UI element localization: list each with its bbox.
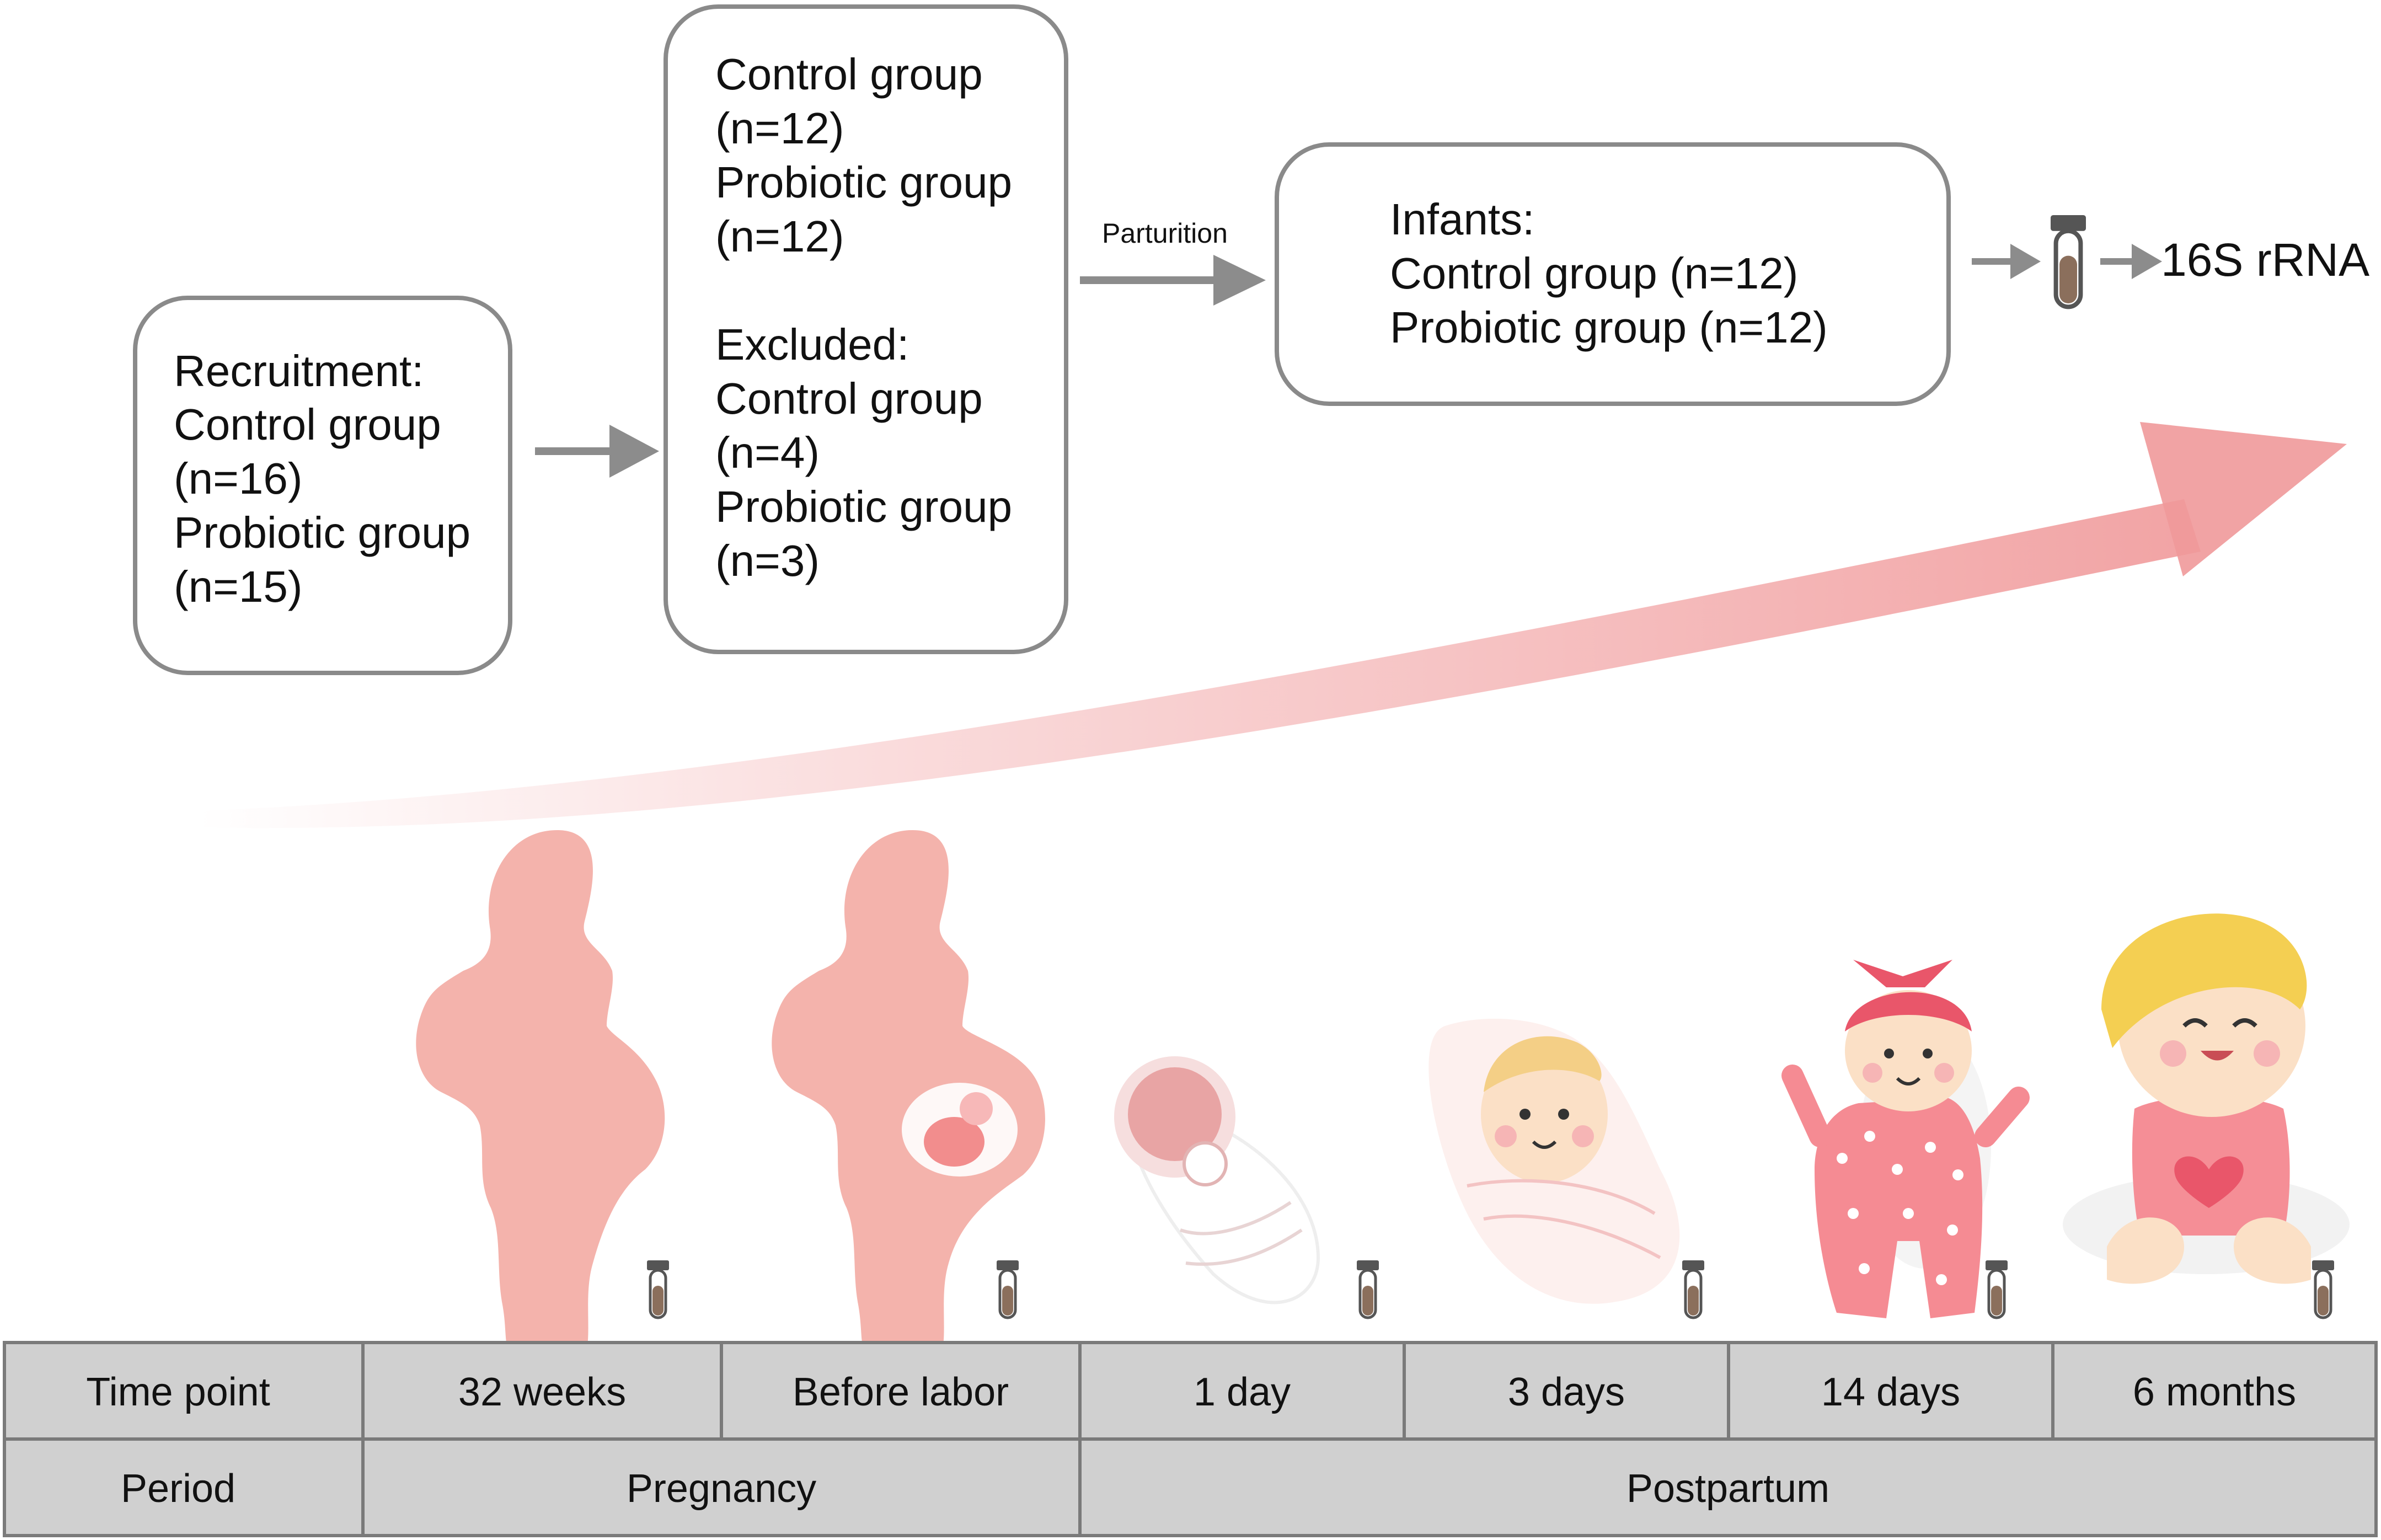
- time-point-cell: 14 days: [1821, 1370, 1960, 1414]
- sequencing-output: 16S rRNA: [1972, 215, 2369, 307]
- recruitment-line: Control group: [174, 400, 441, 449]
- timeline-table: Time point 32 weeks Before labor 1 day 3…: [3, 1341, 2378, 1537]
- row-header-period: Period: [121, 1467, 236, 1511]
- infants-line: Infants:: [1390, 195, 1534, 244]
- groups-line: (n=4): [715, 428, 820, 477]
- sitting-baby-illustration: [2063, 913, 2350, 1284]
- infants-line: Control group (n=12): [1390, 249, 1798, 298]
- groups-line: (n=12): [715, 212, 844, 261]
- heart-icon: [2174, 1156, 2244, 1208]
- sample-tube-icon: [1986, 1260, 2008, 1318]
- sequencing-label: 16S rRNA: [2161, 234, 2369, 286]
- groups-line: Probiotic group: [715, 158, 1012, 207]
- groups-line: Probiotic group: [715, 482, 1012, 531]
- timeline-arrow: [199, 422, 2347, 828]
- infant-pajamas-illustration: [1781, 960, 2030, 1318]
- row-header-time-point: Time point: [86, 1370, 270, 1414]
- pregnant-woman-silhouette: [416, 830, 665, 1346]
- groups-box: Control group (n=12) Probiotic group (n=…: [664, 4, 1068, 654]
- groups-line: (n=12): [715, 104, 844, 153]
- arrow-recruitment-to-groups: [535, 425, 659, 478]
- pregnant-woman-fetus-silhouette: [772, 830, 1045, 1346]
- sample-tube-icon: [2312, 1260, 2334, 1318]
- recruitment-line: Probiotic group: [174, 508, 470, 557]
- sample-tube-icon: [1682, 1260, 1704, 1318]
- period-cell-postpartum: Postpartum: [1626, 1467, 1829, 1511]
- groups-line: Control group: [715, 374, 983, 423]
- swaddled-baby-illustration: [1428, 1018, 1680, 1304]
- sample-tube-icon: [997, 1260, 1019, 1318]
- sample-tube-icon: [2051, 215, 2086, 307]
- parturition-arrow: Parturition: [1080, 218, 1266, 306]
- parturition-label: Parturition: [1102, 218, 1228, 249]
- sample-tube-icon: [1357, 1260, 1379, 1318]
- time-point-cell: Before labor: [793, 1370, 1009, 1414]
- sample-tube-icon: [647, 1260, 669, 1318]
- recruitment-box: Recruitment: Control group (n=16) Probio…: [133, 296, 512, 675]
- time-point-cell: 1 day: [1194, 1370, 1291, 1414]
- time-point-cell: 32 weeks: [458, 1370, 626, 1414]
- groups-line: Excluded:: [715, 320, 909, 369]
- swaddled-newborn-illustration: [1114, 1056, 1320, 1304]
- infants-box: Infants: Control group (n=12) Probiotic …: [1275, 142, 1951, 406]
- time-point-cell: 3 days: [1508, 1370, 1625, 1414]
- groups-line: Control group: [715, 50, 983, 99]
- pacifier-icon: [1183, 1141, 1228, 1186]
- infants-line: Probiotic group (n=12): [1390, 303, 1828, 352]
- period-cell-pregnancy: Pregnancy: [627, 1467, 816, 1511]
- recruitment-line: (n=16): [174, 454, 302, 503]
- time-point-cell: 6 months: [2133, 1370, 2296, 1414]
- recruitment-line: Recruitment:: [174, 346, 424, 395]
- recruitment-line: (n=15): [174, 562, 302, 611]
- groups-line: (n=3): [715, 536, 820, 585]
